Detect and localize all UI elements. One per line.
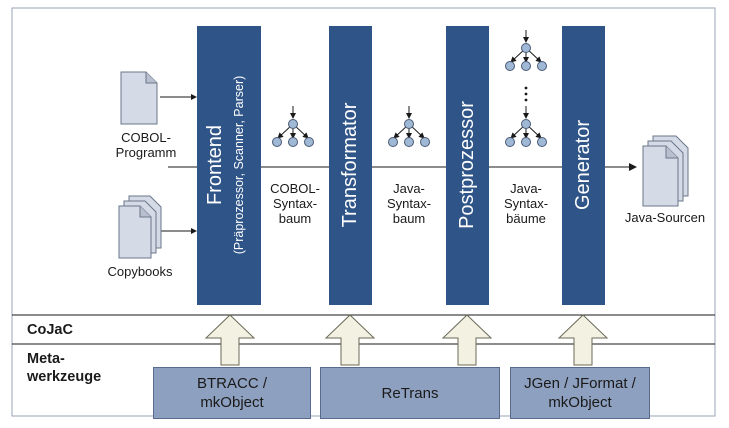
generator-title: Generator — [571, 65, 595, 265]
cobol-program-label: COBOL- Programm — [115, 130, 177, 160]
jgen-tool-box: JGen / JFormat / mkObject — [510, 367, 650, 419]
retrans-tool-box: ReTrans — [320, 367, 500, 419]
tree-icon — [505, 30, 547, 71]
upward-arrow-icon — [557, 314, 609, 366]
tool-arrows — [204, 314, 609, 366]
frontend-title: Frontend (Präprozessor, Scanner, Parser) — [204, 25, 254, 305]
transformator-stage — [329, 26, 372, 305]
tree-icon — [505, 106, 547, 147]
upward-arrow-icon — [204, 314, 256, 366]
meta-tools-label: Meta- werkzeuge — [27, 351, 102, 385]
frontend-subtitle: (Präprozessor, Scanner, Parser) — [232, 75, 246, 255]
syntax-trees — [272, 30, 547, 147]
document-icon — [120, 71, 158, 125]
java-syntax-trees-label: Java- Syntax- bäume — [503, 181, 549, 226]
postprozessor-title: Postprozessor — [455, 65, 479, 265]
cojac-label: CoJaC — [27, 322, 73, 338]
upward-arrow-icon — [324, 314, 376, 366]
copybooks-label: Copybooks — [107, 264, 173, 279]
generator-stage — [562, 26, 605, 305]
vertical-ellipsis-icon — [524, 86, 528, 102]
generator-name: Generator — [572, 119, 594, 211]
tree-icon — [272, 106, 314, 147]
frontend-name: Frontend — [204, 124, 226, 206]
cobol-syntax-tree-label: COBOL- Syntax- baum — [270, 181, 320, 226]
upward-arrow-icon — [441, 314, 493, 366]
output-document-stack-icon — [642, 135, 689, 207]
transformator-title: Transformator — [338, 65, 362, 265]
postprozessor-name: Postprozessor — [456, 101, 478, 229]
frontend-stage — [197, 26, 261, 305]
postprozessor-stage — [446, 26, 489, 305]
tree-icon — [388, 106, 430, 147]
java-syntax-tree-label: Java- Syntax- baum — [386, 181, 432, 226]
java-sources-label: Java-Sourcen — [624, 210, 706, 225]
document-stack-icon — [118, 195, 162, 259]
btracc-tool-box: BTRACC / mkObject — [153, 367, 311, 419]
transformator-name: Transformator — [339, 102, 361, 228]
